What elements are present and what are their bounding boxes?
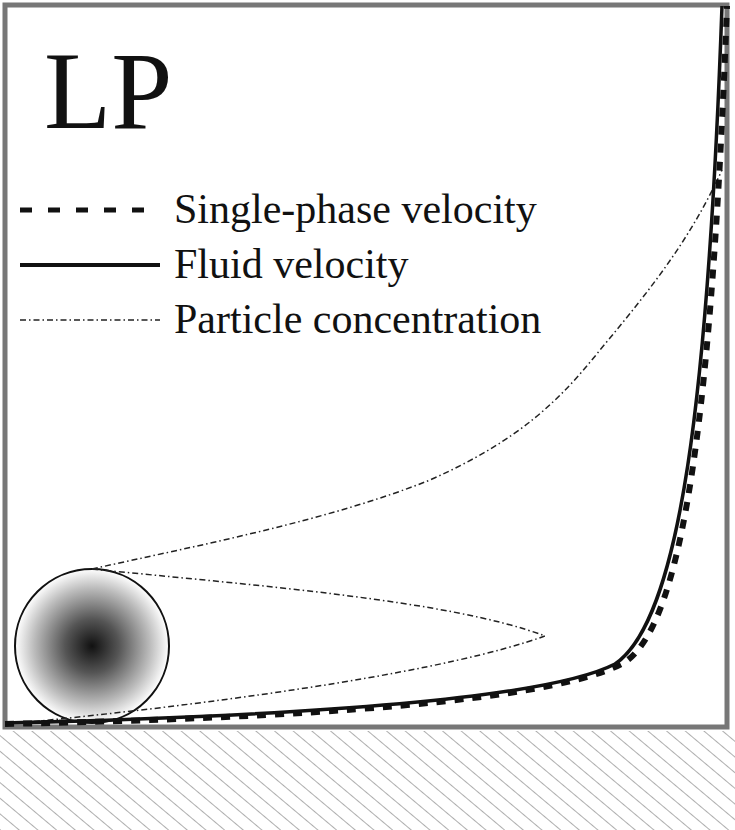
legend-sample	[20, 263, 160, 267]
panel-label: LP	[42, 36, 174, 146]
legend-sample	[20, 208, 160, 213]
concentration-curve	[30, 569, 545, 722]
legend-text: Single-phase velocity	[172, 188, 539, 230]
legend-sample	[20, 319, 160, 321]
legend-text: Particle concentration	[172, 298, 543, 340]
concentration-curve	[92, 170, 722, 569]
particle	[15, 569, 169, 723]
frame	[5, 5, 727, 727]
fluid-velocity-curve	[5, 6, 722, 723]
wall-hatching	[0, 731, 735, 830]
legend-text: Fluid velocity	[172, 243, 411, 285]
single-phase-curve	[5, 6, 727, 724]
